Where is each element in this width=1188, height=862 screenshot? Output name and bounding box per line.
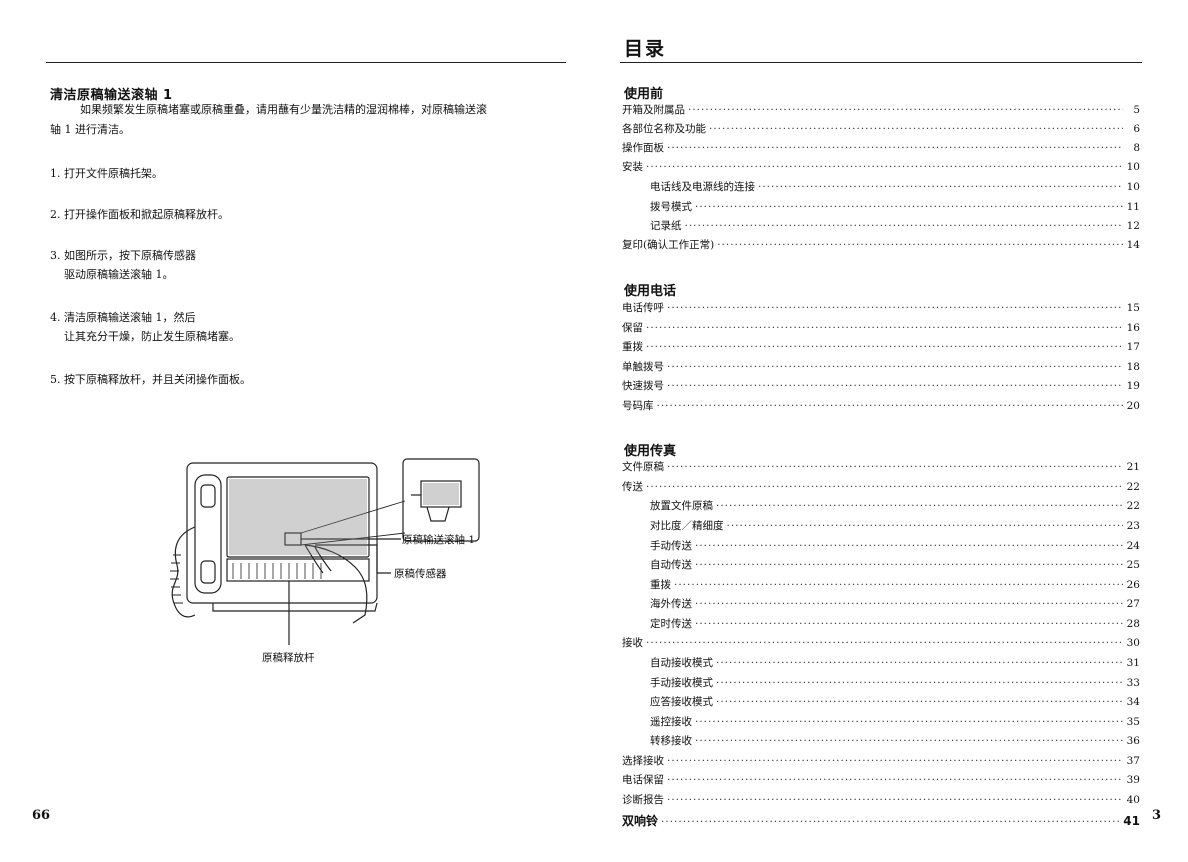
label-document-sensor: 原稿传感器 [394, 568, 447, 580]
top-rule [46, 62, 566, 63]
toc-entry[interactable]: 遥控接收35 [622, 714, 1140, 733]
toc-entry[interactable]: 快速拨号19 [622, 378, 1140, 397]
intro-line-2: 轴 1 进行清洁。 [50, 123, 130, 136]
toc-entry[interactable]: 电话传呼15 [622, 300, 1140, 319]
intro-line-1: 如果频繁发生原稿堵塞或原稿重叠，请用蘸有少量洗洁精的湿润棉棒，对原稿输送滚 [80, 103, 487, 116]
toc-entry[interactable]: 开箱及附属品5 [622, 102, 1140, 121]
toc-section-fax: 使用传真 [624, 444, 677, 459]
label-feed-roller: 原稿输送滚轴 1 [402, 534, 476, 546]
step-5: 5. 按下原稿释放杆，并且关闭操作面板。 [50, 373, 251, 386]
toc-entry[interactable]: 接收30 [622, 635, 1140, 654]
toc-title-rule [620, 62, 1142, 63]
toc-entry[interactable]: 操作面板8 [622, 140, 1140, 159]
toc-section-before-use: 使用前 [624, 87, 664, 102]
toc-entry[interactable]: 自动接收模式31 [622, 655, 1140, 674]
toc-entry[interactable]: 单触拨号18 [622, 359, 1140, 378]
toc-entry[interactable]: 复印(确认工作正常)14 [622, 237, 1140, 256]
toc-entry[interactable]: 安装10 [622, 159, 1140, 178]
toc-entry[interactable]: 诊断报告40 [622, 792, 1140, 811]
toc-entry[interactable]: 选择接收37 [622, 753, 1140, 772]
left-page: 清洁原稿输送滚轴 1 如果频繁发生原稿堵塞或原稿重叠，请用蘸有少量洗洁精的湿润棉… [32, 62, 566, 823]
toc-entry[interactable]: 应答接收模式34 [622, 694, 1140, 713]
toc-entry[interactable]: 自动传送25 [622, 557, 1140, 576]
toc-entry[interactable]: 重拨26 [622, 577, 1140, 596]
toc-entry-double-ring[interactable]: 双响铃41 [622, 812, 1140, 831]
toc-entry[interactable]: 重拨17 [622, 339, 1140, 358]
step-3-cont: 驱动原稿输送滚轴 1。 [64, 268, 174, 281]
step-4-cont: 让其充分干燥，防止发生原稿堵塞。 [64, 330, 240, 343]
toc-entry[interactable]: 转移接收36 [622, 733, 1140, 752]
toc-entry[interactable]: 电话保留39 [622, 772, 1140, 791]
toc-entry[interactable]: 海外传送27 [622, 596, 1140, 615]
toc-entry[interactable]: 文件原稿21 [622, 459, 1140, 478]
step-3: 3. 如图所示，按下原稿传感器 [50, 249, 196, 262]
step-4: 4. 清洁原稿输送滚轴 1，然后 [50, 311, 196, 324]
toc-entry[interactable]: 拨号模式11 [622, 199, 1140, 218]
section-title: 清洁原稿输送滚轴 1 [50, 88, 173, 103]
toc-entry[interactable]: 传送22 [622, 479, 1140, 498]
step-1: 1. 打开文件原稿托架。 [50, 167, 163, 180]
toc-entry[interactable]: 保留16 [622, 320, 1140, 339]
toc-entry[interactable]: 记录纸12 [622, 218, 1140, 237]
toc-section-telephone: 使用电话 [624, 284, 677, 299]
toc-entry[interactable]: 手动接收模式33 [622, 675, 1140, 694]
page-number-right: 3 [1152, 808, 1162, 823]
page-number-left: 66 [32, 808, 51, 823]
toc-entry[interactable]: 各部位名称及功能6 [622, 121, 1140, 140]
toc-entry[interactable]: 放置文件原稿22 [622, 498, 1140, 517]
step-2: 2. 打开操作面板和掀起原稿释放杆。 [50, 208, 229, 221]
toc-entry[interactable]: 手动传送24 [622, 538, 1140, 557]
toc-entry[interactable]: 号码库20 [622, 398, 1140, 417]
right-page: 目录 使用前 开箱及附属品5 各部位名称及功能6 操作面板8 安装10 电话线及… [594, 0, 1188, 862]
toc-entry[interactable]: 定时传送28 [622, 616, 1140, 635]
label-release-lever: 原稿释放杆 [262, 652, 315, 664]
toc-title: 目录 [624, 38, 667, 60]
toc-entry[interactable]: 电话线及电源线的连接10 [622, 179, 1140, 198]
toc-entry[interactable]: 对比度／精细度23 [622, 518, 1140, 537]
fax-machine-illustration [170, 458, 480, 645]
